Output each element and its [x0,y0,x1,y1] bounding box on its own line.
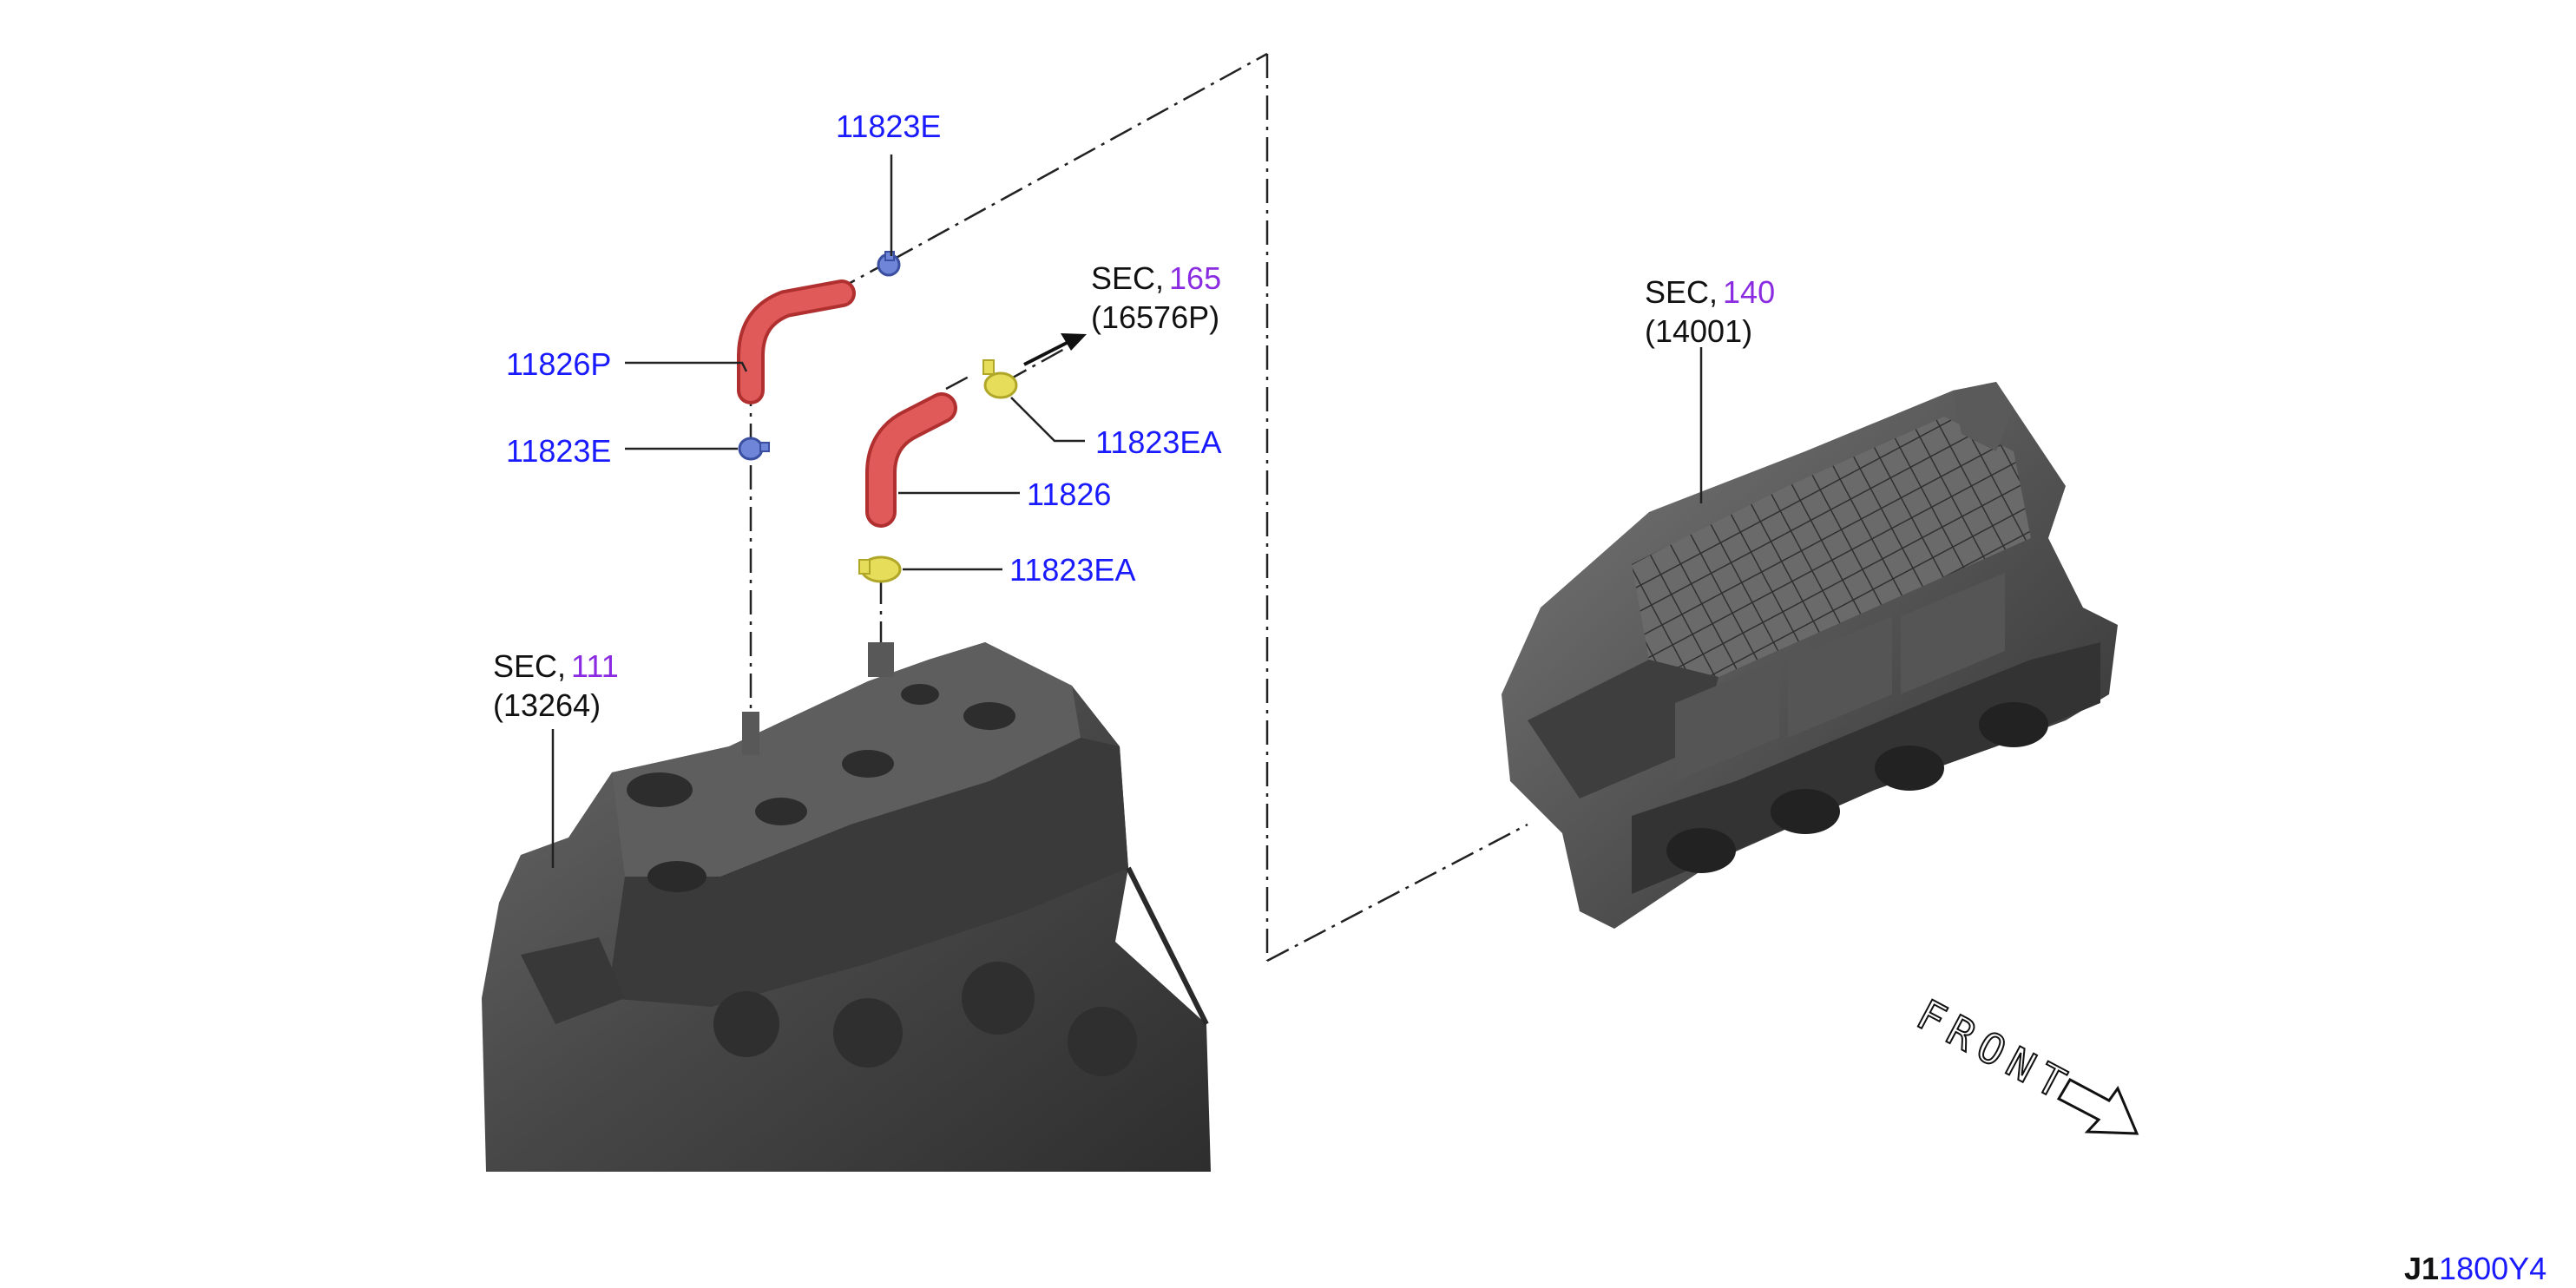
section-references: SEC,165 (16576P) SEC,111 (13264) SEC,140… [493,260,1775,723]
callout-11823ea-bottom[interactable]: 11823EA [1009,552,1135,588]
callout-labels: 11823E 11826P 11823E 11826 11823EA 11823… [506,108,1221,588]
sec-111-ref[interactable]: SEC,111 (13264) [493,648,619,723]
hoses [737,279,957,528]
sec-140-number: 140 [1723,274,1775,310]
direction-arrow [1023,333,1087,366]
sec-140-ref[interactable]: SEC,140 (14001) [1645,274,1775,349]
sec-140-prefix: SEC, [1645,274,1718,310]
sec-165-number: 165 [1169,260,1221,296]
front-arrow-icon [2056,1078,2139,1135]
sec-111-part: (13264) [493,687,601,723]
clamp-11823e-top [877,251,901,277]
svg-text:SEC,111: SEC,111 [493,648,619,684]
clamps [738,251,1018,583]
callout-11826[interactable]: 11826 [1027,476,1111,512]
diagram-code-prefix: J1 [2404,1251,2439,1286]
callout-11823e-lower[interactable]: 11823E [506,433,611,469]
sec-165-part: (16576P) [1091,299,1219,335]
sec-111-prefix: SEC, [493,648,566,684]
front-indicator: FRONT [1908,989,2139,1135]
svg-text:SEC,140: SEC,140 [1645,274,1775,310]
callout-11823e-top[interactable]: 11823E [836,108,941,144]
diagram-code-suffix: 1800Y4 [2439,1251,2546,1286]
sec-140-part: (14001) [1645,313,1752,349]
diagram-code: J11800Y4 [2404,1251,2546,1286]
clamp-11823e-lower [738,437,770,461]
svg-text:J11800Y4: J11800Y4 [2404,1251,2546,1286]
sec-111-number: 111 [571,648,619,684]
clamp-11823ea-bottom [858,555,902,583]
sec-165-ref[interactable]: SEC,165 (16576P) [1091,260,1221,335]
callout-11823ea-top[interactable]: 11823EA [1095,424,1221,460]
leader-lines [551,154,1703,868]
front-label: FRONT [1909,990,2080,1113]
sec-165-prefix: SEC, [1091,260,1164,296]
intake-manifold [1502,382,2118,929]
svg-text:SEC,165: SEC,165 [1091,260,1221,296]
callout-11826p[interactable]: 11826P [506,346,611,382]
clamp-11823ea-top [982,359,1018,399]
engine-cylinder-head [482,642,1211,1172]
